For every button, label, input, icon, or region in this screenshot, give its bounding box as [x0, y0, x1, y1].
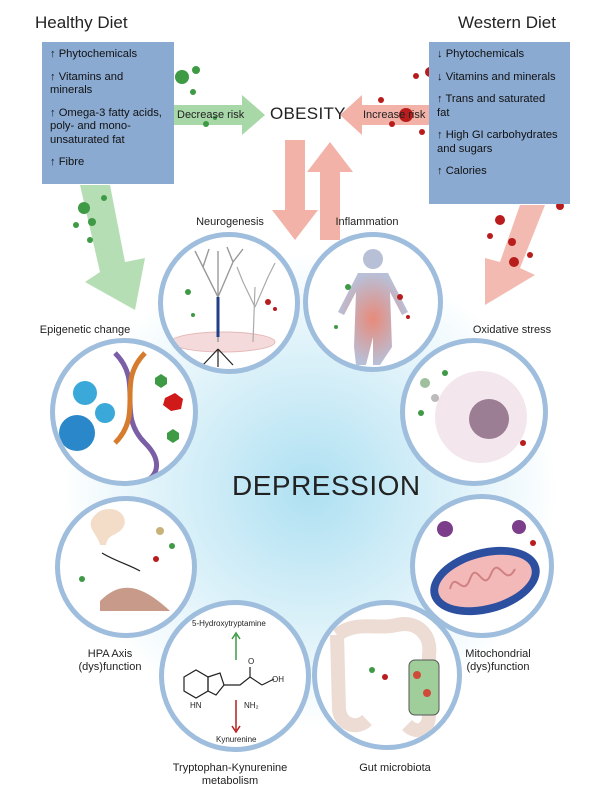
- increase-risk-label: Increase risk: [363, 109, 426, 121]
- western-item: ↓ Phytochemicals: [437, 48, 525, 60]
- decrease-risk-label: Decrease risk: [177, 109, 245, 121]
- obesity-down-arrow: [272, 140, 318, 240]
- oxidative-stress-label: Oxidative stress: [472, 324, 552, 336]
- body-illustration: [334, 249, 410, 365]
- healthy-item: ↑ Omega-3 fatty acids, poly- and mono- u…: [50, 106, 162, 146]
- hpa-axis-circle: [55, 496, 197, 638]
- epigenetic-circle: [50, 338, 198, 486]
- western-item: ↑ Trans and saturated fat: [437, 93, 546, 119]
- healthy-diet-title: Healthy Diet: [35, 13, 128, 32]
- oh-label: OH: [272, 675, 284, 684]
- oxidative-stress-circle: [400, 338, 548, 486]
- hn-label: HN: [190, 701, 202, 710]
- healthy-item: ↑ Fibre: [50, 156, 85, 168]
- healthy-to-mechanisms-arrow: [80, 185, 145, 310]
- obesity-up-arrow: [307, 142, 353, 240]
- hpa-axis-label: HPA Axis (dys)function: [78, 648, 142, 673]
- molecule-illustration: [183, 631, 275, 734]
- epigenetic-label: Epigenetic change: [39, 324, 131, 336]
- neuron-illustration: [170, 246, 277, 367]
- inflammation-circle: [303, 232, 443, 372]
- western-diet-title: Western Diet: [458, 13, 556, 32]
- neurogenesis-circle: [158, 232, 300, 374]
- western-diet-box: ↓ Phytochemicals ↓ Vitamins and minerals…: [429, 42, 570, 204]
- mitochondrial-circle: [410, 494, 554, 638]
- western-item: ↓ Vitamins and minerals: [437, 70, 556, 83]
- healthy-diet-box: ↑ Phytochemicals ↑ Vitamins and minerals…: [42, 42, 174, 184]
- dna-illustration: [59, 351, 183, 481]
- gut-circle: [312, 600, 462, 750]
- mitochondrion-illustration: [430, 520, 540, 616]
- tryptophan-circle: 5-Hydroxytryptamine Kynurenine OH O NH₂ …: [159, 600, 311, 752]
- mitochondrial-label: Mitochondrial (dys)function: [465, 648, 531, 673]
- obesity-label: OBESITY: [270, 104, 346, 123]
- healthy-item: ↑ Vitamins and minerals: [50, 70, 124, 97]
- gut-microbiota-label: Gut microbiota: [359, 762, 431, 774]
- intestine-illustration: [330, 617, 440, 738]
- o-label: O: [248, 657, 255, 666]
- increase-risk-arrow: [340, 95, 432, 135]
- serotonin-label: 5-Hydroxytryptamine: [192, 619, 266, 628]
- depression-label: DEPRESSION: [232, 470, 421, 501]
- brain-illustration: [79, 509, 175, 611]
- healthy-item: ↑ Phytochemicals: [50, 48, 138, 60]
- western-item: ↑ Calories: [437, 165, 487, 177]
- western-to-mechanisms-arrow: [485, 205, 545, 305]
- decrease-risk-arrow: [172, 95, 265, 135]
- western-item: ↑ High GI carbohydrates and sugars: [437, 129, 558, 155]
- nh2-label: NH₂: [244, 701, 259, 710]
- tryptophan-label: Tryptophan-Kynurenine metabolism: [172, 762, 288, 787]
- cell-illustration: [418, 370, 527, 463]
- inflammation-label: Inflammation: [335, 216, 399, 228]
- kynurenine-label: Kynurenine: [216, 735, 257, 744]
- neurogenesis-label: Neurogenesis: [196, 216, 264, 228]
